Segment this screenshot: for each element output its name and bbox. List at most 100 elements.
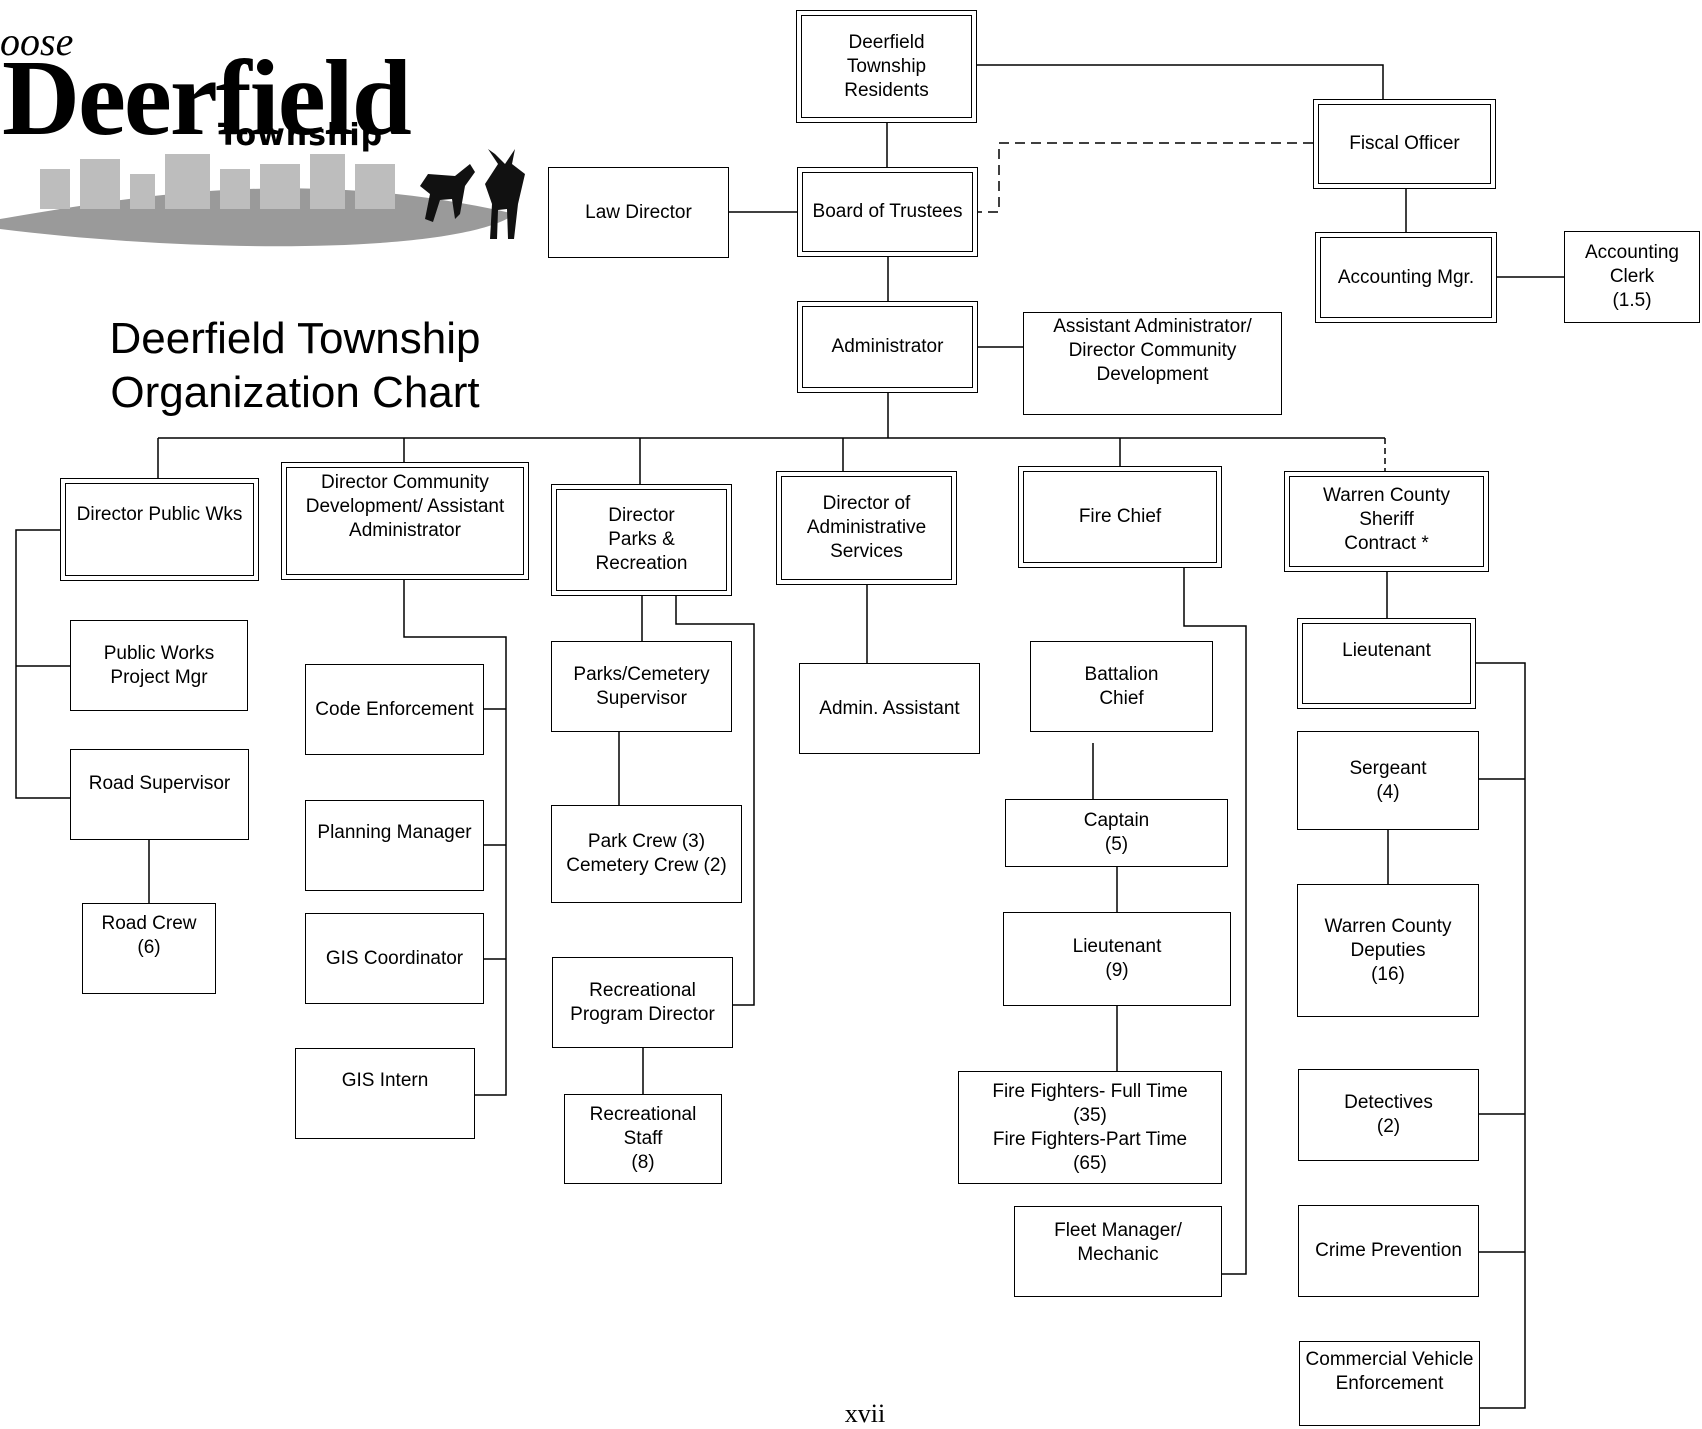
node-label: Law Director xyxy=(585,201,692,225)
node-label-line: Development/ Assistant xyxy=(305,496,505,517)
node-label-line: (4) xyxy=(1376,781,1400,803)
node-label: Assistant Administrator/Director Communi… xyxy=(1053,315,1252,387)
node-label-line: Recreational xyxy=(589,1104,697,1125)
node-fire-chief: Fire Chief xyxy=(1018,466,1222,568)
deerfield-logo: oose Deerfield Township xyxy=(0,14,530,254)
node-label: GIS Coordinator xyxy=(326,947,463,971)
node-admin-assistant: Admin. Assistant xyxy=(799,663,980,754)
node-label-line: Director Community xyxy=(1068,340,1237,361)
node-administrator: Administrator xyxy=(797,301,978,393)
node-label: Crime Prevention xyxy=(1315,1239,1462,1263)
node-label: Fleet Manager/Mechanic xyxy=(1054,1219,1182,1267)
node-label-line: Parks & xyxy=(608,529,675,550)
node-label-line: Battalion xyxy=(1084,663,1159,685)
node-label-line: (35) xyxy=(1073,1104,1107,1126)
node-label-line: Clerk xyxy=(1609,266,1655,287)
chart-title-line1: Deerfield Township xyxy=(109,314,481,363)
node-label: Administrator xyxy=(832,335,944,359)
node-label-line: Assistant Administrator/ xyxy=(1053,316,1252,337)
node-board-of-trustees: Board of Trustees xyxy=(797,167,978,257)
node-detectives: Detectives(2) xyxy=(1298,1069,1479,1161)
node-label-line: Recreational xyxy=(589,979,696,1001)
node-label-line: Mechanic xyxy=(1077,1244,1159,1265)
node-label: Accounting Mgr. xyxy=(1338,266,1474,290)
node-accounting-mgr: Accounting Mgr. xyxy=(1315,232,1497,323)
node-label-line: Administrator xyxy=(349,520,461,541)
node-label-line: Supervisor xyxy=(596,687,687,709)
node-label-line: Contract * xyxy=(1344,533,1429,554)
chart-title-line2: Organization Chart xyxy=(110,368,480,417)
node-label-line: Warren County xyxy=(1322,485,1451,506)
node-label-line: Board of Trustees xyxy=(812,201,963,222)
node-label-line: Fiscal Officer xyxy=(1349,133,1460,154)
node-label: Sergeant(4) xyxy=(1349,757,1426,805)
node-label-line: Staff xyxy=(623,1128,663,1149)
node-fire-fighters: Fire Fighters- Full Time(35)Fire Fighter… xyxy=(958,1071,1222,1184)
node-code-enforcement: Code Enforcement xyxy=(305,664,484,755)
node-label-line: Public Works xyxy=(103,642,215,664)
node-label-line: Captain xyxy=(1083,810,1150,831)
node-label-line: Commercial Vehicle xyxy=(1305,1349,1474,1370)
node-label-line: Development xyxy=(1096,364,1209,385)
node-label-line: Road Crew xyxy=(101,913,197,934)
node-label-line: Deerfield xyxy=(848,31,925,53)
page-number: xvii xyxy=(844,1399,886,1428)
node-assistant-administrator: Assistant Administrator/Director Communi… xyxy=(1023,312,1282,415)
node-label-line: Accounting Mgr. xyxy=(1337,266,1475,288)
node-label-line: Director xyxy=(608,505,675,526)
node-law-director: Law Director xyxy=(548,167,729,258)
node-label: Fire Chief xyxy=(1079,505,1161,529)
node-label-line: (16) xyxy=(1371,963,1405,985)
logo-script-text: oose xyxy=(0,19,74,64)
node-sergeant: Sergeant(4) xyxy=(1297,731,1479,830)
node-label: Board of Trustees xyxy=(813,200,963,224)
node-label-line: (9) xyxy=(1105,960,1129,981)
node-captain: Captain(5) xyxy=(1005,799,1228,867)
node-label-line: Services xyxy=(830,541,903,562)
node-label-line: Enforcement xyxy=(1335,1373,1444,1394)
node-label-line: Lieutenant xyxy=(1342,640,1431,661)
node-park-crew: Park Crew (3)Cemetery Crew (2) xyxy=(551,805,742,903)
node-fleet-manager: Fleet Manager/Mechanic xyxy=(1014,1206,1222,1297)
node-label-line: Fleet Manager/ xyxy=(1054,1220,1182,1241)
node-label-line: (8) xyxy=(631,1152,655,1173)
node-label-line: Warren County xyxy=(1324,915,1452,937)
node-label-line: Program Director xyxy=(570,1003,715,1025)
node-label: Lieutenant xyxy=(1342,639,1431,663)
node-fiscal-officer: Fiscal Officer xyxy=(1313,99,1496,189)
logo-graphic xyxy=(0,149,525,247)
node-crime-prevention: Crime Prevention xyxy=(1298,1205,1479,1297)
node-label: Admin. Assistant xyxy=(819,697,959,721)
logo-main-text: Deerfield xyxy=(2,39,412,158)
node-label-line: Fire Fighters- Full Time xyxy=(992,1080,1188,1102)
node-label-line: Township xyxy=(846,55,927,77)
node-fire-lieutenant: Lieutenant(9) xyxy=(1003,912,1231,1006)
node-label-line: Planning Manager xyxy=(317,822,472,843)
chart-title: Deerfield Township Organization Chart xyxy=(60,312,530,420)
node-label: Detectives(2) xyxy=(1344,1091,1433,1139)
node-sheriff-lieutenant: Lieutenant xyxy=(1297,618,1476,709)
node-label-line: (1.5) xyxy=(1612,290,1652,311)
node-label: Road Crew(6) xyxy=(101,912,196,960)
node-planning-manager: Planning Manager xyxy=(305,800,484,891)
node-label-line: Residents xyxy=(844,79,929,101)
node-label: Code Enforcement xyxy=(315,698,473,722)
